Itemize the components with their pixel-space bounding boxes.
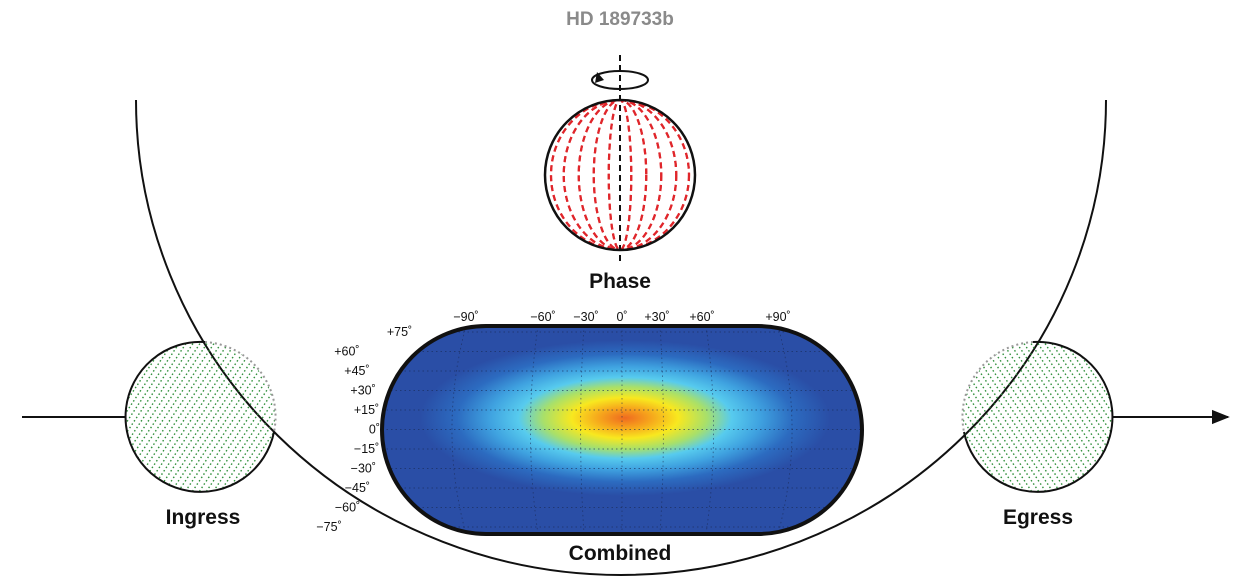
latitude-tick-label: −15˚ <box>354 442 379 456</box>
longitude-tick-label: +60˚ <box>689 310 714 324</box>
hatch-line <box>963 342 1057 492</box>
hatch-line <box>125 342 184 492</box>
hatch-line <box>188 342 275 492</box>
longitude-tick-label: +30˚ <box>644 310 669 324</box>
latitude-tick-label: +30˚ <box>350 384 375 398</box>
latitude-tick-label: −45˚ <box>345 481 370 495</box>
meridian-line <box>549 100 691 250</box>
longitude-tick-label: −60˚ <box>530 310 555 324</box>
ingress-visible-outline <box>124 340 275 493</box>
combined-map: −90˚ −60˚ −30˚ 0˚ +30˚ +60˚ +90˚ +75˚ +60˚ +45˚ +… <box>316 310 864 536</box>
hatch-line <box>963 342 1050 492</box>
meridian-line <box>577 100 663 250</box>
latitude-tick-label: −75˚ <box>316 520 341 534</box>
longitude-gridline <box>659 326 664 534</box>
hatch-line <box>1047 342 1113 492</box>
longitude-gridline <box>530 326 539 534</box>
meridian-line <box>562 100 678 250</box>
hatch-line <box>963 342 1029 492</box>
hatch-line <box>181 342 275 492</box>
phase-label: Phase <box>589 270 651 293</box>
hatch-line <box>1040 342 1113 492</box>
hatch-line <box>1019 342 1113 492</box>
hatch-line <box>963 342 1036 492</box>
hatch-line <box>1026 342 1113 492</box>
hatch-line <box>195 342 275 492</box>
diagram-title: HD 189733b <box>566 9 674 30</box>
longitude-tick-label: −90˚ <box>453 310 478 324</box>
latitude-tick-label: +45˚ <box>344 364 369 378</box>
meridian-line <box>607 100 633 250</box>
latitude-tick-label: +60˚ <box>334 345 359 359</box>
star-limb-arc <box>135 99 1107 576</box>
hatch-line <box>1054 342 1113 492</box>
egress-label: Egress <box>1003 506 1073 529</box>
hatch-line <box>963 342 1043 492</box>
hatch-line <box>1033 342 1113 492</box>
rotation-arrowhead-icon <box>595 72 604 83</box>
latitude-tick-label: −30˚ <box>351 462 376 476</box>
hatch-line <box>125 342 198 492</box>
hatch-line <box>202 342 275 492</box>
hatch-line <box>963 342 1064 492</box>
combined-label: Combined <box>569 542 672 565</box>
longitude-tick-label: +90˚ <box>765 310 790 324</box>
hatch-line <box>125 342 191 492</box>
longitude-gridline <box>580 326 585 534</box>
hatch-line <box>209 342 275 492</box>
latitude-tick-label: 0˚ <box>369 423 380 437</box>
hatch-line <box>963 342 1022 492</box>
hatch-line <box>174 342 275 492</box>
hatch-line <box>125 342 219 492</box>
hatch-line <box>1012 342 1113 492</box>
hatch-line <box>216 342 275 492</box>
hatch-line <box>125 342 205 492</box>
latitude-tick-label: −60˚ <box>335 501 360 515</box>
rotation-arrow-icon <box>591 70 649 90</box>
ingress-occulted-outline <box>204 341 277 433</box>
hatch-line <box>977 342 1099 492</box>
hatch-line <box>125 342 226 492</box>
hatch-line <box>125 342 212 492</box>
longitude-gridline <box>705 326 714 534</box>
hatch-line <box>139 342 261 492</box>
longitude-tick-label: −30˚ <box>573 310 598 324</box>
latitude-tick-label: +75˚ <box>387 325 412 339</box>
ingress-label: Ingress <box>166 506 241 529</box>
egress-visible-outline <box>963 340 1114 493</box>
latitude-tick-label: +15˚ <box>354 403 379 417</box>
longitude-tick-label: 0˚ <box>616 310 627 324</box>
phase-planet <box>543 55 697 262</box>
meridian-line <box>592 100 648 250</box>
egress-occulted-outline <box>961 341 1034 433</box>
hotspot <box>420 340 830 496</box>
map-outline <box>380 324 864 536</box>
